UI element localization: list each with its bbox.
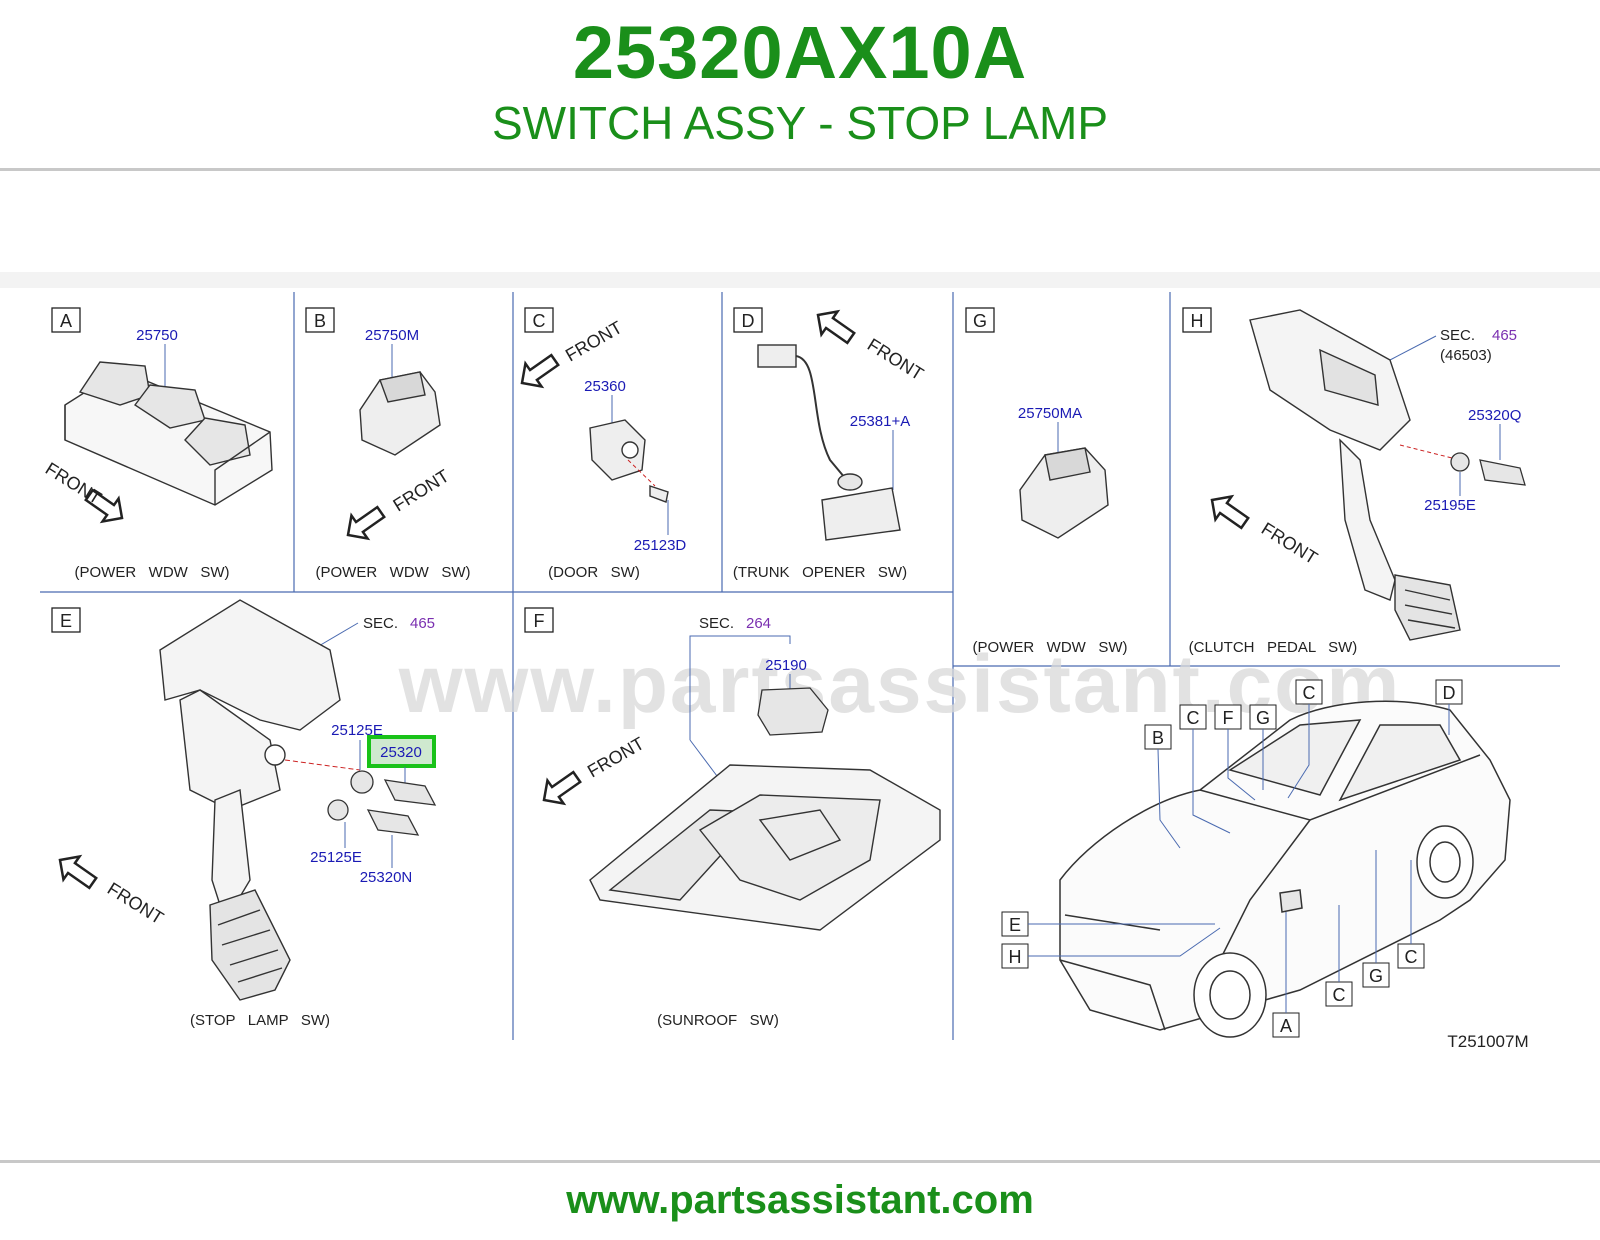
page-header: 25320AX10A SWITCH ASSY - STOP LAMP xyxy=(0,0,1600,168)
callout-g-2: G xyxy=(1369,966,1383,986)
part-label-25381a[interactable]: 25381+A xyxy=(850,413,910,430)
callout-e: E xyxy=(1009,915,1021,935)
part-label-25190[interactable]: 25190 xyxy=(765,657,807,674)
panel-b-caption: (POWER WDW SW) xyxy=(316,564,471,581)
window-switch-master-drawing xyxy=(64,361,273,506)
part-label-25750m[interactable]: 25750M xyxy=(365,327,419,344)
header-divider xyxy=(0,168,1600,171)
part-description: SWITCH ASSY - STOP LAMP xyxy=(491,97,1109,149)
footer-divider xyxy=(0,1160,1600,1163)
part-label-25320n[interactable]: 25320N xyxy=(360,869,413,886)
callout-b: B xyxy=(1152,728,1164,748)
part-label-25360[interactable]: 25360 xyxy=(584,378,626,395)
callout-c-2: C xyxy=(1303,683,1316,703)
panel-c-letter: C xyxy=(533,311,546,331)
panel-g-caption: (POWER WDW SW) xyxy=(973,639,1128,656)
overhead-console-drawing xyxy=(589,764,941,931)
highlight-box-25320[interactable] xyxy=(367,735,436,768)
callout-leader-lines xyxy=(1028,704,1450,1013)
panel-g-letter: G xyxy=(973,311,987,331)
panel-e-letter: E xyxy=(60,611,72,631)
panel-g: G 25750MA (POWER WDW SW) xyxy=(965,307,1128,656)
panel-h-letter: H xyxy=(1191,311,1204,331)
footer-url-link[interactable]: www.partsassistant.com xyxy=(566,1178,1034,1222)
trunk-opener-switch-drawing xyxy=(757,344,901,541)
part-label-25125e-bottom[interactable]: 25125E xyxy=(310,849,362,866)
brake-pedal-drawing xyxy=(159,599,341,1001)
panel-d-caption: (TRUNK OPENER SW) xyxy=(733,564,907,581)
callout-g-1: G xyxy=(1256,708,1270,728)
panel-e: E SEC. 465 25125E 25320 25125E 25320N FR… xyxy=(50,599,437,1029)
panel-a-caption: (POWER WDW SW) xyxy=(75,564,230,581)
part-label-25125e-top[interactable]: 25125E xyxy=(331,722,383,739)
clutch-pedal-drawing xyxy=(1249,309,1461,641)
vehicle-locator: B C F G C D E H A C G C T251007 xyxy=(1001,679,1529,1051)
callout-d: D xyxy=(1443,683,1456,703)
diagram-code: T251007M xyxy=(1447,1032,1528,1051)
panel-f-caption: (SUNROOF SW) xyxy=(657,1012,779,1029)
window-switch-g-drawing xyxy=(1019,447,1109,539)
callout-f: F xyxy=(1223,708,1234,728)
part-label-25320-highlighted[interactable]: 25320 xyxy=(380,744,422,761)
callout-h: H xyxy=(1009,947,1022,967)
sunroof-switch-drawing xyxy=(757,687,829,736)
part-label-25123d[interactable]: 25123D xyxy=(634,537,687,554)
clutch-switch-drawing xyxy=(1450,452,1526,486)
panel-h-sec-label: SEC. xyxy=(1440,327,1475,344)
panel-h-caption: (CLUTCH PEDAL SW) xyxy=(1189,639,1358,656)
part-number-title: 25320AX10A xyxy=(572,11,1028,94)
diagram-top-band xyxy=(0,272,1600,288)
panel-a-letter: A xyxy=(60,311,72,331)
callout-c-4: C xyxy=(1405,947,1418,967)
panel-e-caption: (STOP LAMP SW) xyxy=(190,1012,330,1029)
part-label-25750[interactable]: 25750 xyxy=(136,327,178,344)
panel-f-sec-label: SEC. xyxy=(699,615,734,632)
panel-h-sec-sub: (46503) xyxy=(1440,347,1492,364)
callout-c-3: C xyxy=(1333,985,1346,1005)
panel-h-sec-number[interactable]: 465 xyxy=(1492,327,1517,344)
panel-a-letter-box xyxy=(51,307,81,333)
stop-lamp-switch-drawing xyxy=(327,770,437,836)
car-outline-drawing xyxy=(1059,700,1511,1038)
part-label-25320q[interactable]: 25320Q xyxy=(1468,407,1521,424)
panel-d-letter: D xyxy=(742,311,755,331)
callout-a: A xyxy=(1280,1016,1292,1036)
panel-f-sec-number[interactable]: 264 xyxy=(746,615,771,632)
part-label-25195e[interactable]: 25195E xyxy=(1424,497,1476,514)
panel-grid xyxy=(40,292,1560,1040)
panel-e-sec-label: SEC. xyxy=(363,615,398,632)
window-switch-single-drawing xyxy=(359,371,441,456)
part-label-25750ma[interactable]: 25750MA xyxy=(1018,405,1082,422)
panel-b-letter: B xyxy=(314,311,326,331)
door-switch-drawing xyxy=(589,419,669,503)
panel-e-sec-number[interactable]: 465 xyxy=(410,615,435,632)
panel-c-caption: (DOOR SW) xyxy=(548,564,640,581)
panel-f-letter: F xyxy=(534,611,545,631)
callout-c-1: C xyxy=(1187,708,1200,728)
